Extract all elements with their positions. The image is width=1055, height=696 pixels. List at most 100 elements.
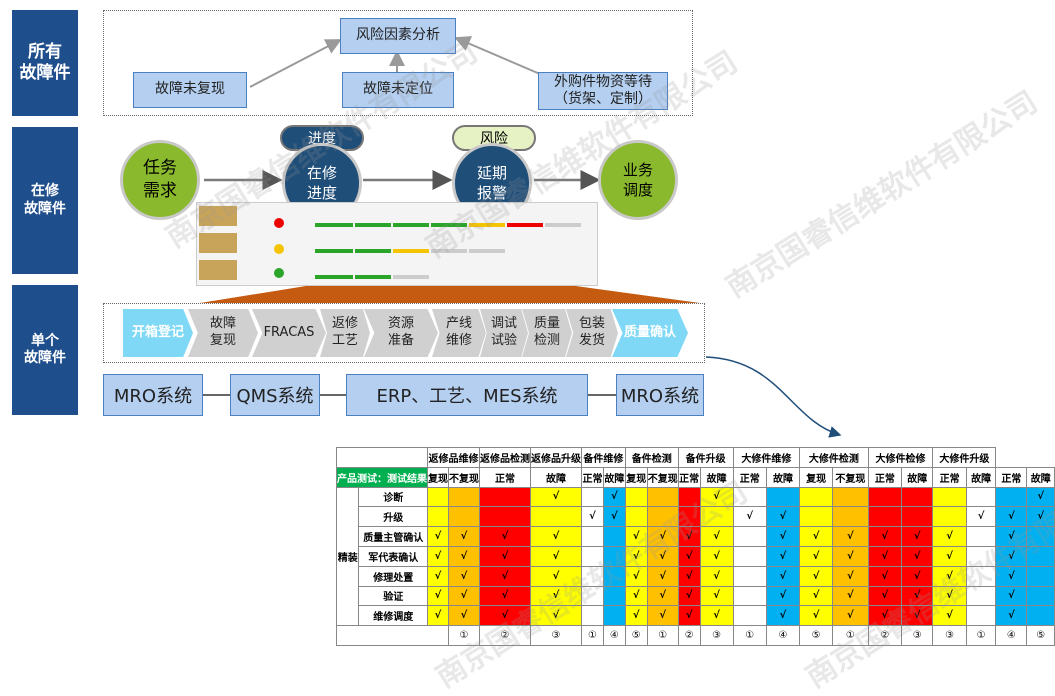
delay-alarm-text: 延期 报警 xyxy=(476,163,507,202)
matrix-cell: √ xyxy=(965,506,997,528)
matrix-cell xyxy=(732,605,767,627)
process-step-label: 返修 工艺 xyxy=(331,316,358,348)
section-label-single-text: 单个 故障件 xyxy=(24,332,66,367)
matrix-cell xyxy=(965,585,997,607)
matrix-cell xyxy=(732,585,767,607)
matrix-cell xyxy=(427,486,449,508)
matrix-footer-cell: ⑤ xyxy=(799,625,834,646)
process-step-4: 资源 准备 xyxy=(364,309,438,357)
matrix-cell: √ xyxy=(427,565,449,587)
matrix-cell: √ xyxy=(799,585,834,607)
matrix-cell: √ xyxy=(479,545,531,567)
matrix-sub-header: 正常 xyxy=(867,466,903,488)
matrix-footer-cell: ② xyxy=(479,625,531,646)
matrix-sub-header: 不复现 xyxy=(646,466,679,488)
matrix-sub-header: 故障 xyxy=(900,466,934,488)
matrix-cell xyxy=(448,506,480,528)
matrix-cell: √ xyxy=(479,585,531,607)
matrix-cell xyxy=(732,545,767,567)
matrix-cell: √ xyxy=(677,585,701,607)
matrix-cell: √ xyxy=(699,486,734,508)
matrix-cell: √ xyxy=(479,605,531,627)
matrix-cell: √ xyxy=(646,545,679,567)
matrix-cell xyxy=(732,526,767,547)
matrix-cell: √ xyxy=(699,605,734,627)
matrix-cell: √ xyxy=(867,545,903,567)
matrix-footer-cell: ① xyxy=(448,625,480,646)
matrix-cell xyxy=(677,486,701,508)
erp-mes-system-box: ERP、工艺、MES系统 xyxy=(346,374,588,416)
matrix-cell: √ xyxy=(479,526,531,547)
matrix-cell xyxy=(581,526,604,547)
matrix-cell: √ xyxy=(765,506,801,528)
process-step-label: 故障 复现 xyxy=(209,316,236,348)
matrix-cell: √ xyxy=(530,486,582,508)
matrix-sub-header: 故障 xyxy=(530,466,582,488)
process-step-label: 资源 准备 xyxy=(387,316,414,348)
matrix-sub-header: 正常 xyxy=(995,466,1028,488)
matrix-cell xyxy=(932,486,967,508)
matrix-cell: √ xyxy=(427,545,449,567)
process-step-1: 故障 复现 xyxy=(188,309,258,357)
matrix-cell: √ xyxy=(867,605,903,627)
process-step-7: 质量 检测 xyxy=(522,309,572,357)
matrix-cell xyxy=(602,565,626,587)
matrix-cell: √ xyxy=(699,526,734,547)
fault-not-located-text: 故障未定位 xyxy=(363,81,433,98)
matrix-cell: √ xyxy=(900,545,934,567)
matrix-cell: √ xyxy=(995,565,1028,587)
matrix-cell xyxy=(677,506,701,528)
matrix-cell: √ xyxy=(699,565,734,587)
matrix-sub-header: 复现 xyxy=(427,466,449,488)
matrix-cell xyxy=(581,486,604,508)
matrix-footer-cell: ② xyxy=(677,625,701,646)
matrix-cell: √ xyxy=(646,585,679,607)
matrix-cell: √ xyxy=(932,605,967,627)
matrix-cell: √ xyxy=(1026,506,1055,528)
matrix-cell: √ xyxy=(832,565,869,587)
matrix-sub-header: 正常 xyxy=(581,466,604,488)
matrix-cell xyxy=(602,545,626,567)
matrix-footer-cell: ⑤ xyxy=(624,625,648,646)
matrix-cell: √ xyxy=(624,605,648,627)
matrix-cell: √ xyxy=(995,605,1028,627)
matrix-cell xyxy=(427,506,449,528)
matrix-cell xyxy=(530,506,582,528)
matrix-group-header: 返修品检测 xyxy=(479,447,531,468)
process-frame xyxy=(103,303,705,363)
matrix-cell xyxy=(799,486,834,508)
matrix-cell: √ xyxy=(530,565,582,587)
process-step-0: 开箱登记 xyxy=(123,309,193,357)
matrix-sub-header: 正常 xyxy=(479,466,531,488)
dashboard-thumbnail xyxy=(196,202,598,286)
matrix-footer-cell: ③ xyxy=(900,625,934,646)
matrix-cell: √ xyxy=(530,585,582,607)
purchased-parts-wait-box: 外购件物资等待 （货架、定制） xyxy=(538,72,668,110)
matrix-cell: √ xyxy=(799,545,834,567)
process-step-8: 包装 发货 xyxy=(566,309,618,357)
matrix-row-label: 修理处置 xyxy=(358,565,428,587)
matrix-cell: √ xyxy=(995,585,1028,607)
matrix-cell: √ xyxy=(832,585,869,607)
process-step-3: 返修 工艺 xyxy=(320,309,370,357)
matrix-cell: √ xyxy=(602,506,626,528)
matrix-footer-cell: ② xyxy=(867,625,903,646)
process-step-9: 质量确认 xyxy=(612,309,688,357)
process-step-label: 调试 试验 xyxy=(490,316,517,348)
matrix-footer-cell: ⑤ xyxy=(1026,625,1055,646)
risk-factor-analysis-text: 风险因素分析 xyxy=(356,27,440,44)
matrix-cell xyxy=(581,565,604,587)
matrix-cell xyxy=(965,565,997,587)
matrix-cell: √ xyxy=(677,545,701,567)
matrix-cell: √ xyxy=(765,526,801,547)
matrix-cell: √ xyxy=(867,565,903,587)
matrix-cell: √ xyxy=(646,605,679,627)
matrix-cell: √ xyxy=(900,605,934,627)
matrix-cell xyxy=(1026,545,1055,567)
matrix-cell: √ xyxy=(624,545,648,567)
process-step-label: 质量确认 xyxy=(623,324,676,340)
matrix-cell xyxy=(448,486,480,508)
matrix-cell xyxy=(900,506,934,528)
matrix-cell: √ xyxy=(732,506,767,528)
matrix-cell: √ xyxy=(765,545,801,567)
